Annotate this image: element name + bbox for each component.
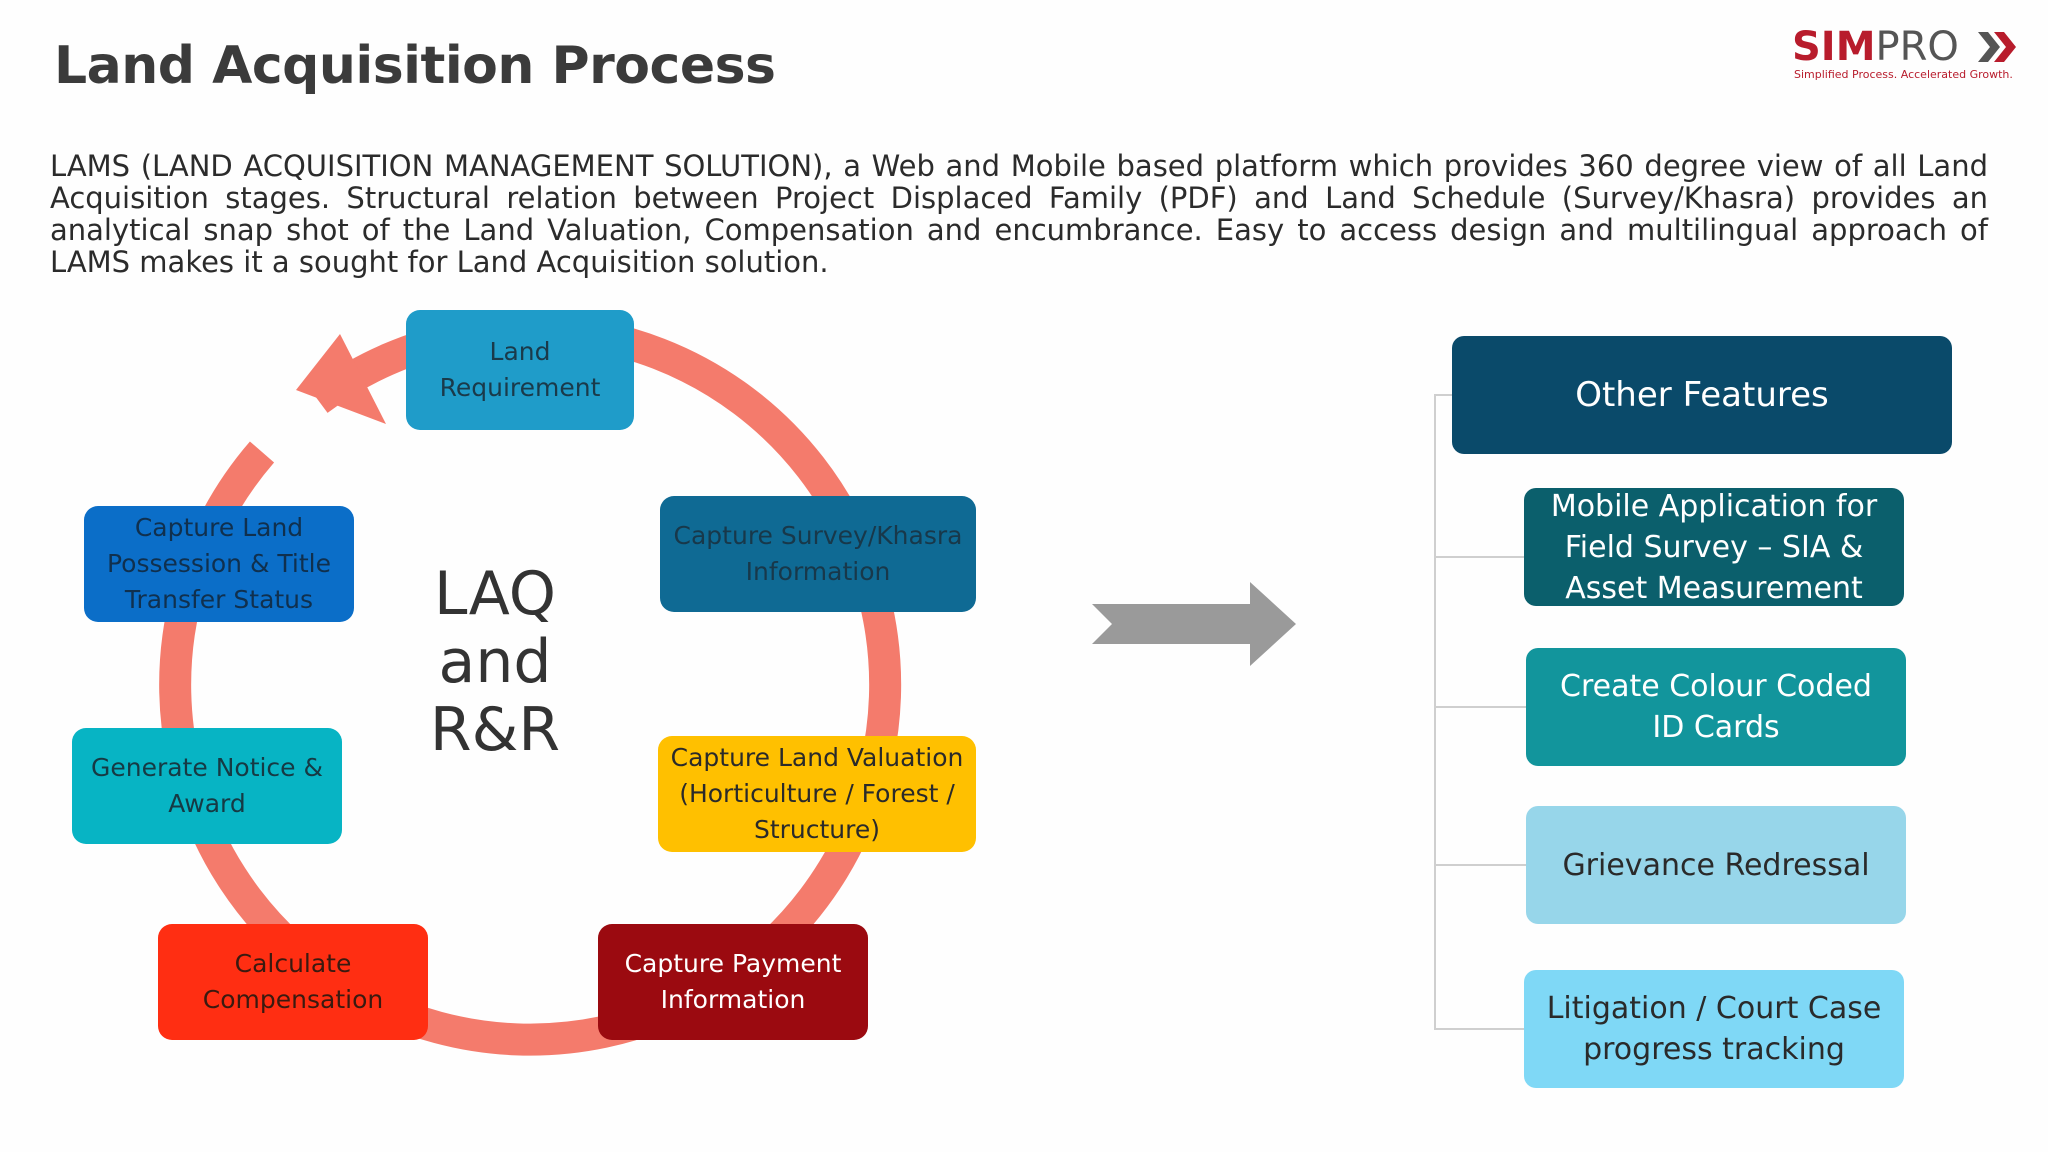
step-generate-notice: Generate Notice & Award [72, 728, 342, 844]
step-capture-possession: Capture Land Possession & Title Transfer… [84, 506, 354, 622]
logo-tagline: Simplified Process. Accelerated Growth. [1794, 68, 2013, 81]
right-arrow-shape [1092, 582, 1296, 666]
page-title: Land Acquisition Process [54, 36, 776, 96]
tree-connector-h4 [1434, 1028, 1526, 1030]
features-header: Other Features [1452, 336, 1952, 454]
step-capture-land-valuation: Capture Land Valuation (Horticulture / F… [658, 736, 976, 852]
step-capture-payment: Capture Payment Information [598, 924, 868, 1040]
tree-connector-h0 [1434, 394, 1454, 396]
step-land-requirement: Land Requirement [406, 310, 634, 430]
chevron-right-icon [1978, 32, 2016, 62]
cycle-ring-arrowhead [296, 334, 386, 424]
feature-mobile-app: Mobile Application for Field Survey – SI… [1524, 488, 1904, 606]
step-capture-survey: Capture Survey/Khasra Information [660, 496, 976, 612]
logo-wordmark: SIMPRO [1792, 24, 1959, 70]
intro-paragraph: LAMS (LAND ACQUISITION MANAGEMENT SOLUTI… [50, 149, 1988, 279]
step-calculate-compensation: Calculate Compensation [158, 924, 428, 1040]
tree-connector-h3 [1434, 864, 1526, 866]
feature-litigation-tracking: Litigation / Court Case progress trackin… [1524, 970, 1904, 1088]
right-arrow-icon [1092, 582, 1296, 666]
tree-connector-vertical [1434, 394, 1436, 1030]
simpro-logo: SIMPRO Simplified Process. Accelerated G… [1788, 24, 2020, 84]
feature-colour-coded-id: Create Colour Coded ID Cards [1526, 648, 1906, 766]
cycle-center-label: LAQ and R&R [429, 559, 561, 765]
feature-grievance-redressal: Grievance Redressal [1526, 806, 1906, 924]
tree-connector-h1 [1434, 556, 1526, 558]
tree-connector-h2 [1434, 706, 1526, 708]
